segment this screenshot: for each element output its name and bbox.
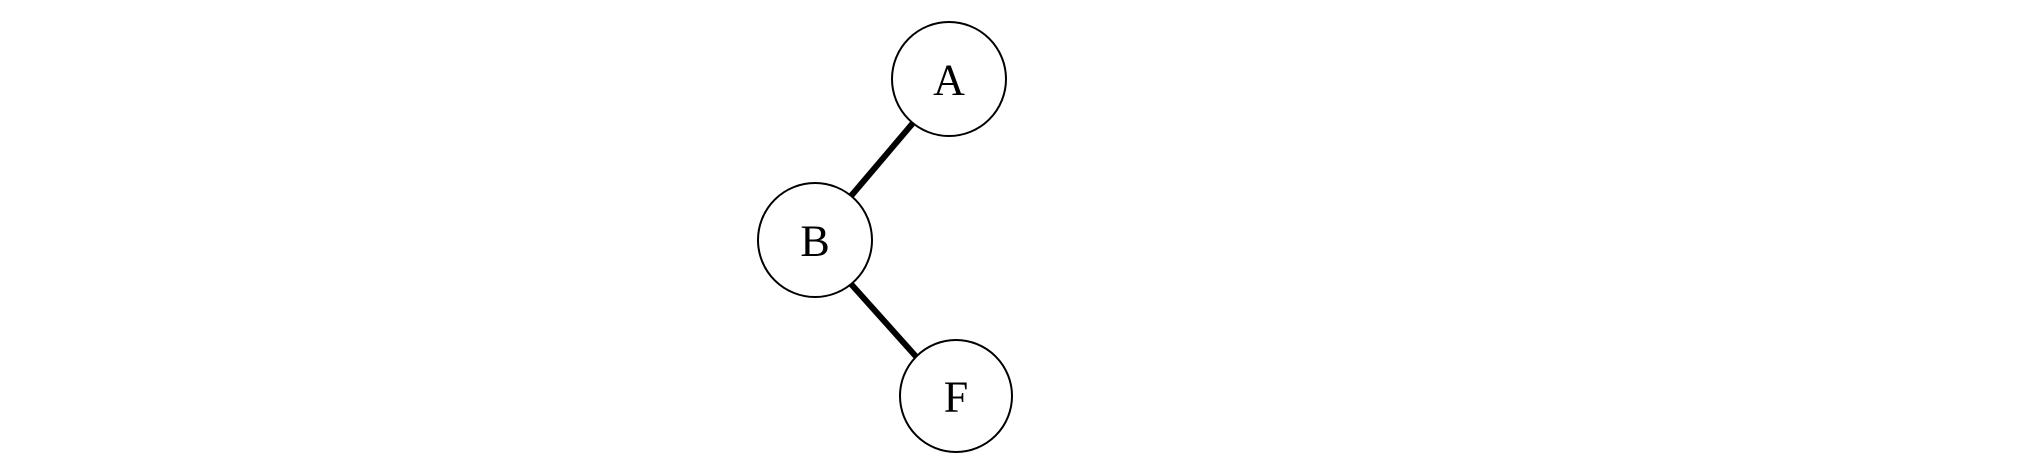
node-b-label: B: [800, 217, 829, 266]
edge-b-f: [848, 281, 923, 364]
node-b[interactable]: B: [757, 182, 873, 298]
edge-group: [848, 121, 923, 364]
node-a-label: A: [933, 56, 965, 105]
edge-b-a: [848, 121, 916, 198]
node-a-circle[interactable]: [891, 21, 1007, 137]
node-b-circle[interactable]: [757, 182, 873, 298]
node-f-circle[interactable]: [899, 339, 1013, 453]
node-f[interactable]: F: [899, 339, 1013, 453]
node-group: A B F: [757, 21, 1013, 453]
node-a[interactable]: A: [891, 21, 1007, 137]
node-f-label: F: [944, 373, 968, 422]
